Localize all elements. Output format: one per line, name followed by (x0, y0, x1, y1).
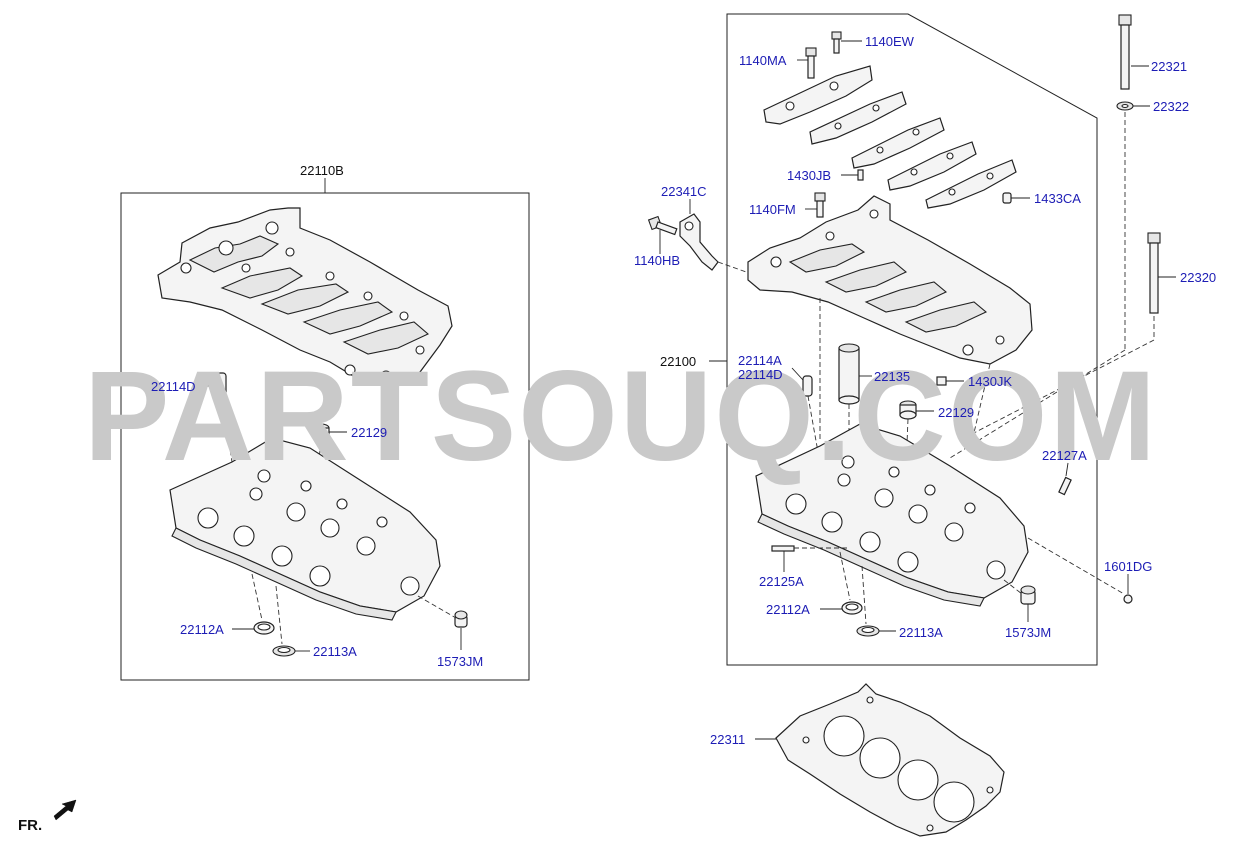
label-1140fm[interactable]: 1140FM (749, 202, 796, 217)
guide-left-dowel (221, 394, 233, 463)
guide-right-seal (839, 551, 851, 601)
guide-left-cap (318, 440, 322, 461)
label-1430jb[interactable]: 1430JB (787, 168, 832, 183)
left-seal-22113a[interactable] (272, 645, 296, 657)
label-1140hb[interactable]: 1140HB (634, 253, 681, 268)
left-seal-22112a[interactable] (253, 621, 275, 635)
guide-right-carrier-b (969, 363, 991, 451)
guide-ball (1027, 537, 1125, 595)
label-22341c[interactable]: 22341C (661, 184, 707, 199)
label-22321[interactable]: 22321 (1151, 59, 1188, 74)
stud-22125a[interactable] (771, 545, 795, 552)
guide-bolt-22320-b (967, 339, 1155, 437)
label-right-22114d[interactable]: 22114D (738, 367, 783, 382)
label-1433ca[interactable]: 1433CA (1034, 191, 1081, 206)
bolt-1140fm[interactable] (814, 192, 826, 218)
pin-1430jk[interactable] (936, 376, 947, 386)
bolt-22321[interactable] (1118, 14, 1132, 90)
front-direction-label: FR. (18, 817, 43, 834)
label-22322[interactable]: 22322 (1153, 99, 1190, 114)
bracket-22341c[interactable] (679, 213, 719, 271)
left-cylinder-head[interactable] (169, 437, 441, 621)
guide-left-seal (251, 573, 263, 621)
label-22311[interactable]: 22311 (710, 732, 746, 747)
right-seal-22113a[interactable] (856, 625, 880, 637)
guide-bracket (717, 261, 753, 275)
right-cap-22129[interactable] (899, 400, 917, 420)
label-left-22113a[interactable]: 22113A (313, 644, 357, 659)
left-dowel-22114d[interactable] (216, 372, 227, 396)
tube-22135[interactable] (838, 343, 860, 405)
label-1430jk[interactable]: 1430JK (968, 374, 1013, 389)
bolt-1140ma[interactable] (805, 47, 817, 79)
right-cam-carrier[interactable] (747, 195, 1033, 365)
label-right-22113a[interactable]: 22113A (899, 625, 943, 640)
label-left-22129[interactable]: 22129 (351, 425, 388, 440)
leader-22127a (1065, 462, 1069, 477)
washer-22322[interactable] (1116, 101, 1134, 111)
front-arrow-icon (53, 799, 77, 821)
label-left-1573jm[interactable]: 1573JM (437, 654, 484, 669)
right-assembly-box (726, 13, 1098, 666)
right-plug-1573jm[interactable] (1020, 585, 1036, 605)
label-left-22114d[interactable]: 22114D (151, 379, 196, 394)
guide-right-plug (1003, 579, 1023, 595)
guide-left-plug (417, 595, 457, 619)
label-22320[interactable]: 22320 (1180, 270, 1217, 285)
guide-bolt-22321-b (949, 349, 1126, 459)
guide-right-seal-b (861, 565, 867, 625)
pin-1430jb[interactable] (857, 169, 864, 181)
right-dowel-22114a[interactable] (802, 375, 813, 397)
ball-1601dg[interactable] (1123, 594, 1133, 604)
label-1601dg[interactable]: 1601DG (1104, 559, 1153, 574)
head-gasket-22311[interactable] (775, 683, 1005, 837)
bolt-1140ew[interactable] (831, 31, 842, 54)
label-22100: 22100 (660, 354, 697, 369)
stud-22127a[interactable] (1058, 476, 1072, 496)
dowel-1433ca[interactable] (1002, 192, 1012, 204)
label-22110b: 22110B (300, 163, 344, 178)
right-cylinder-head[interactable] (755, 423, 1029, 607)
label-22114a[interactable]: 22114A (738, 353, 782, 368)
bolt-22320[interactable] (1147, 232, 1161, 314)
label-22125a[interactable]: 22125A (759, 574, 804, 589)
guide-left-seal-b (275, 585, 283, 645)
guide-right-dowel (807, 395, 819, 453)
label-right-22112a[interactable]: 22112A (766, 602, 810, 617)
bolt-1140hb[interactable] (647, 215, 678, 236)
left-cap-22129[interactable] (312, 423, 330, 442)
label-1140ma[interactable]: 1140MA (739, 53, 787, 68)
label-22127a[interactable]: 22127A (1042, 448, 1087, 463)
bearing-caps[interactable] (763, 65, 1017, 209)
label-22135[interactable]: 22135 (874, 369, 911, 384)
right-seal-22112a[interactable] (841, 601, 863, 615)
label-right-1573jm[interactable]: 1573JM (1005, 625, 1052, 640)
leader-right-22114a (791, 367, 804, 381)
left-cam-carrier[interactable] (157, 207, 453, 389)
label-right-22129[interactable]: 22129 (938, 405, 975, 420)
label-1140ew[interactable]: 1140EW (865, 34, 914, 49)
label-left-22112a[interactable]: 22112A (180, 622, 224, 637)
left-plug-1573jm[interactable] (454, 610, 468, 628)
